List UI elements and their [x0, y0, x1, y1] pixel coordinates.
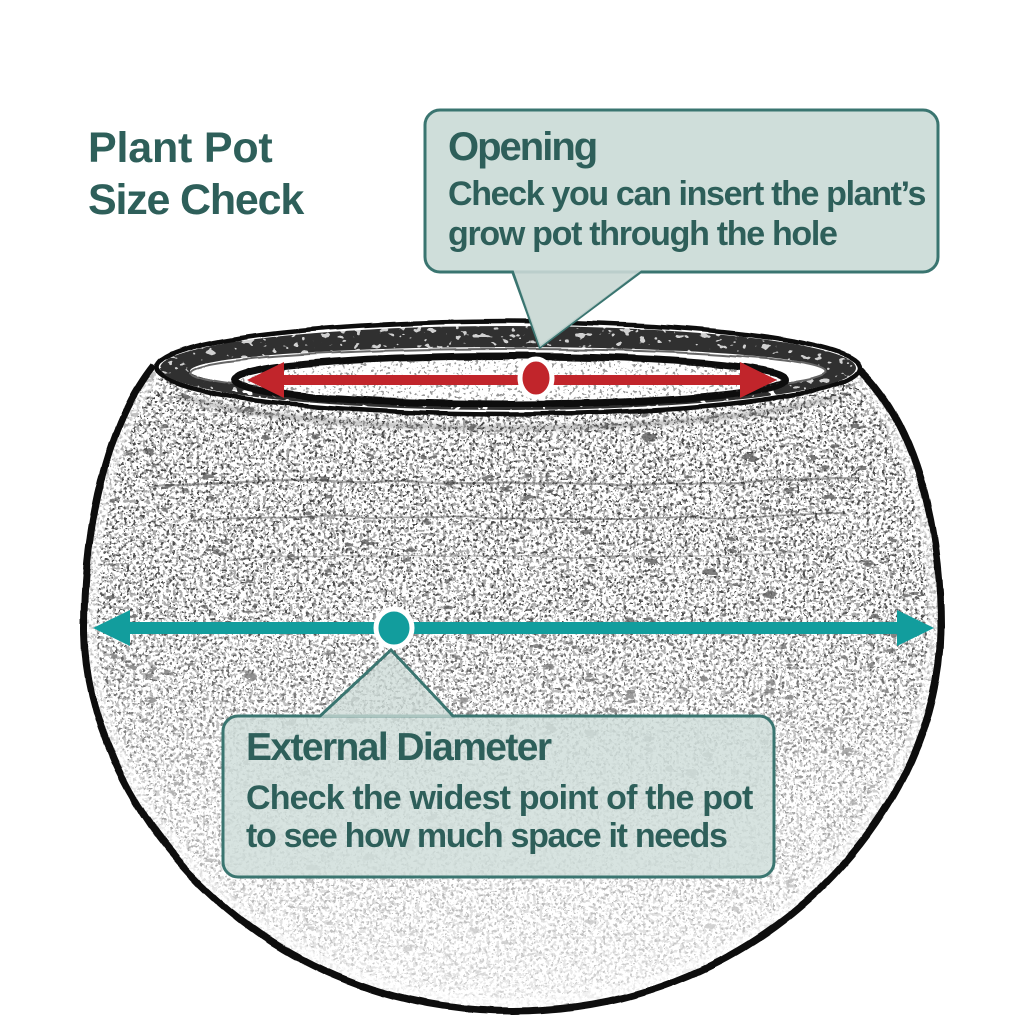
- svg-text:Check the widest point of the: Check the widest point of the pot: [246, 779, 753, 817]
- svg-text:External Diameter: External Diameter: [246, 726, 552, 769]
- svg-text:grow pot through the hole: grow pot through the hole: [448, 215, 837, 253]
- svg-text:Check you can insert the plant: Check you can insert the plant’s: [448, 175, 925, 213]
- svg-text:Size Check: Size Check: [88, 176, 304, 224]
- svg-text:Plant Pot: Plant Pot: [88, 124, 273, 172]
- svg-text:to see how much space it needs: to see how much space it needs: [246, 817, 727, 855]
- svg-text:Opening: Opening: [448, 125, 596, 169]
